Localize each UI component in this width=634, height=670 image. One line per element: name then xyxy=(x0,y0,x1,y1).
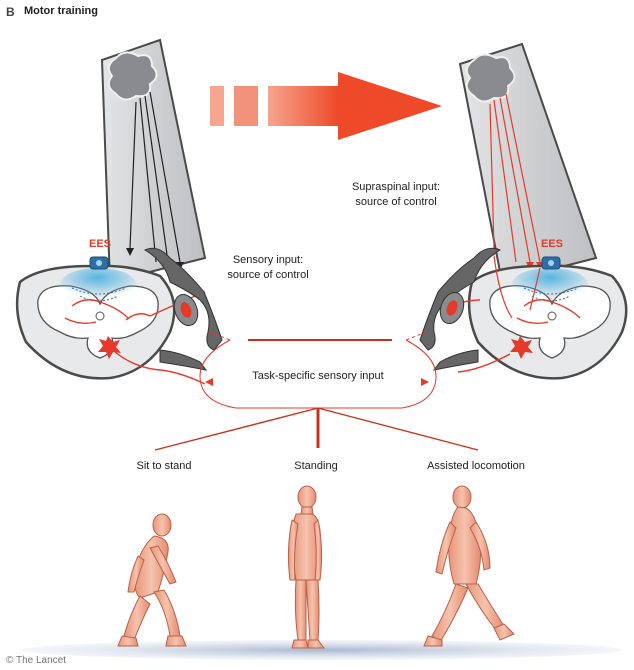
assisted-locomotion-figure xyxy=(423,485,515,647)
sit-to-stand-label: Sit to stand xyxy=(136,460,192,472)
motoneuron-right-icon xyxy=(510,336,533,359)
sensory-label-line2: source of control xyxy=(227,269,309,281)
panel-title: Motor training xyxy=(24,5,98,17)
supraspinal-label-line1: Supraspinal input: xyxy=(351,181,441,193)
right-spinal-cord xyxy=(419,42,628,380)
brain-cross-section-right xyxy=(465,53,516,103)
ganglion-left-icon xyxy=(180,302,192,318)
left-spinal-cord xyxy=(15,38,223,385)
task-specific-label: Task-specific sensory input xyxy=(252,370,384,382)
panel-letter: B xyxy=(6,5,15,19)
sit-to-stand-figure xyxy=(117,513,187,647)
floor-shadow xyxy=(22,640,622,660)
ees-label-right: EES xyxy=(541,238,564,250)
supraspinal-label-line2: source of control xyxy=(355,196,437,208)
motoneuron-icon xyxy=(98,336,121,359)
sensory-feedback-loop xyxy=(154,331,479,451)
assisted-locomotion-label: Assisted locomotion xyxy=(427,460,525,472)
brain-cross-section xyxy=(107,51,158,101)
ees-label-left: EES xyxy=(89,238,112,250)
credit-text: © The Lancet xyxy=(6,655,66,666)
progression-arrow-icon xyxy=(210,72,442,140)
ganglion-right-icon xyxy=(446,300,458,316)
standing-label: Standing xyxy=(294,460,338,472)
sensory-label-line1: Sensory input: xyxy=(232,254,304,266)
standing-figure xyxy=(287,485,325,649)
